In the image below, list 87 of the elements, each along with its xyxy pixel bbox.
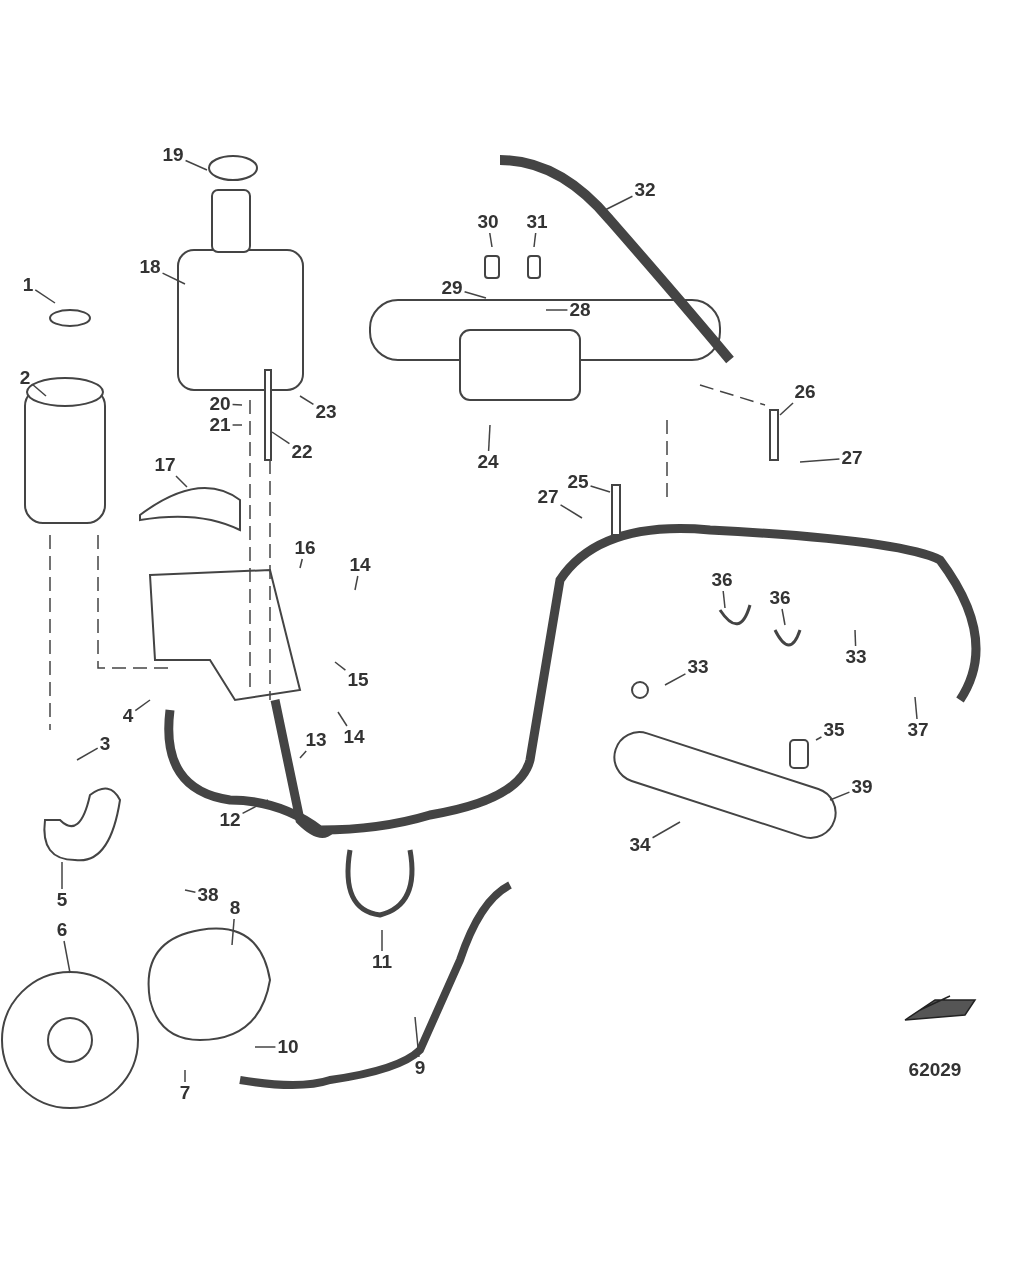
leader-line: [489, 232, 493, 248]
leader-line: [31, 383, 47, 397]
callout-number: 27: [841, 448, 863, 468]
callout-number: 15: [347, 670, 369, 690]
leader-line: [779, 402, 794, 416]
leader-line: [815, 736, 823, 741]
callout-number: 4: [122, 706, 134, 726]
leader-line: [914, 696, 918, 720]
callout-number: 20: [209, 394, 231, 414]
drawing-number: 62029: [908, 1060, 962, 1080]
callout-number: 3: [99, 734, 111, 754]
leader-line: [651, 821, 681, 839]
leader-line: [184, 1069, 186, 1083]
callout-number: 24: [477, 452, 499, 472]
callout-number: 9: [414, 1058, 426, 1078]
leader-line: [271, 431, 291, 445]
callout-number: 34: [629, 835, 651, 855]
callout-number: 38: [197, 885, 219, 905]
callout-number: 8: [229, 898, 241, 918]
callout-number: 23: [315, 402, 337, 422]
callout-number: 36: [769, 588, 791, 608]
leader-line: [604, 195, 634, 211]
callout-number: 6: [56, 920, 68, 940]
callout-number: 7: [179, 1083, 191, 1103]
callout-number: 2: [19, 368, 31, 388]
leader-line: [781, 608, 786, 626]
leader-line: [61, 861, 63, 890]
callout-number: 18: [139, 257, 161, 277]
callout-number: 21: [209, 415, 231, 435]
leader-line: [184, 889, 197, 893]
leader-line: [299, 558, 303, 569]
leader-line: [175, 475, 188, 488]
callout-number: 22: [291, 442, 313, 462]
leader-line: [241, 799, 269, 815]
leader-line: [381, 929, 383, 952]
callout-number: 11: [371, 952, 393, 972]
leader-line: [231, 424, 243, 426]
leader-line: [414, 1016, 420, 1058]
leader-line: [134, 699, 151, 712]
callout-number: 1: [22, 275, 34, 295]
callout-number: 33: [845, 647, 867, 667]
callout-number: 33: [687, 657, 709, 677]
leader-line: [487, 424, 491, 452]
callout-number: 35: [823, 720, 845, 740]
leader-line: [34, 289, 56, 304]
leader-line: [722, 590, 726, 609]
callout-number: 12: [219, 810, 241, 830]
leader-line: [463, 290, 487, 299]
leader-line: [299, 395, 315, 405]
callout-number: 25: [567, 472, 589, 492]
leader-line: [231, 403, 243, 406]
leader-line: [63, 940, 71, 974]
callout-number: 36: [711, 570, 733, 590]
callout-number: 39: [851, 777, 873, 797]
leader-line: [533, 232, 537, 248]
leader-line: [76, 747, 99, 761]
leader-line: [161, 272, 186, 285]
leader-line: [354, 575, 359, 591]
callout-number: 27: [537, 487, 559, 507]
leader-line: [254, 1046, 277, 1048]
leader-line: [589, 485, 611, 493]
callout-number: 14: [343, 727, 365, 747]
leader-line: [829, 791, 851, 801]
callout-number: 29: [441, 278, 463, 298]
callout-number: 16: [294, 538, 316, 558]
callout-number: 5: [56, 890, 68, 910]
leader-line: [559, 504, 583, 519]
leader-line: [231, 918, 235, 946]
callout-number: 30: [477, 212, 499, 232]
callout-number: 37: [907, 720, 929, 740]
callout-number: 28: [569, 300, 591, 320]
callout-number: 31: [526, 212, 548, 232]
leader-line: [799, 458, 841, 463]
callout-number: 10: [277, 1037, 299, 1057]
callout-number: 13: [305, 730, 327, 750]
callout-number: 19: [162, 145, 184, 165]
leader-line: [334, 661, 347, 671]
leader-line: [664, 673, 687, 686]
leader-line: [854, 629, 857, 647]
leader-line: [184, 159, 208, 171]
callout-number: 26: [794, 382, 816, 402]
leader-line: [545, 309, 569, 311]
leader-line: [299, 750, 307, 759]
leader-line: [337, 711, 348, 727]
callout-number: 17: [154, 455, 176, 475]
callout-number: 32: [634, 180, 656, 200]
callout-number: 14: [349, 555, 371, 575]
